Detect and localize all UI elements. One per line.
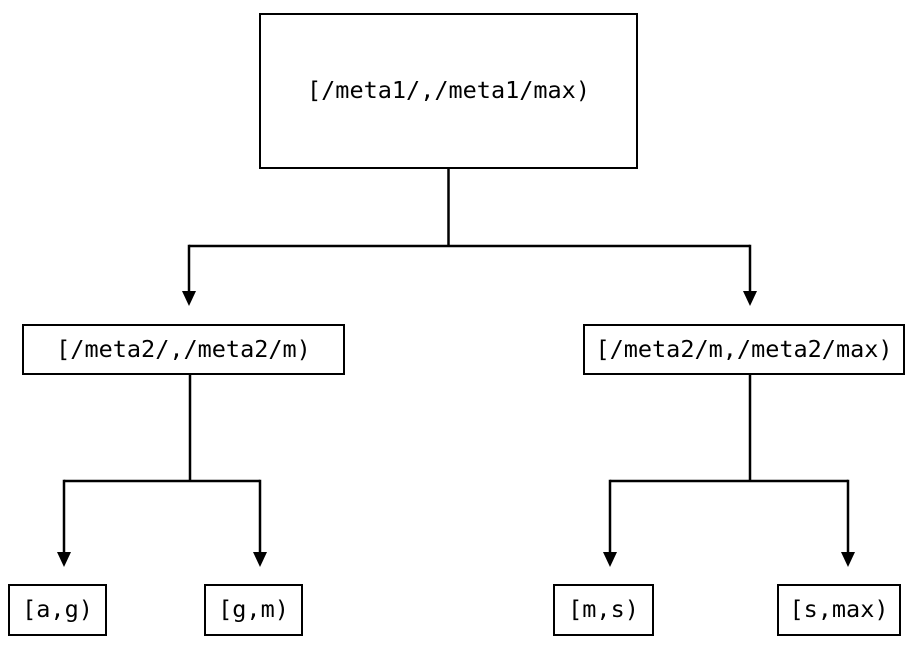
arrowhead-down-icon (743, 291, 757, 306)
node-leaf-g-m-label: [g,m) (218, 595, 289, 624)
node-leaf-a-g: [a,g) (8, 584, 107, 636)
node-leaf-m-s-label: [m,s) (568, 595, 639, 624)
arrowhead-down-icon (182, 291, 196, 306)
node-root-label: [/meta1/,/meta1/max) (307, 76, 590, 105)
node-leaf-a-g-label: [a,g) (22, 595, 93, 624)
node-meta2-right: [/meta2/m,/meta2/max) (583, 324, 905, 375)
node-leaf-g-m: [g,m) (204, 584, 303, 636)
connector-root-to-level2 (182, 168, 757, 306)
node-leaf-s-max-label: [s,max) (789, 595, 889, 624)
node-meta2-left: [/meta2/,/meta2/m) (22, 324, 345, 375)
node-leaf-s-max: [s,max) (777, 584, 901, 636)
node-meta2-right-label: [/meta2/m,/meta2/max) (595, 334, 893, 363)
connector-meta2-left-to-leaves (57, 375, 267, 567)
arrowhead-down-icon (57, 552, 71, 567)
node-leaf-m-s: [m,s) (553, 584, 654, 636)
arrowhead-down-icon (841, 552, 855, 567)
node-meta2-left-label: [/meta2/,/meta2/m) (56, 334, 311, 363)
node-root: [/meta1/,/meta1/max) (259, 13, 638, 169)
arrowhead-down-icon (253, 552, 267, 567)
connector-meta2-right-to-leaves (603, 375, 855, 567)
arrowhead-down-icon (603, 552, 617, 567)
